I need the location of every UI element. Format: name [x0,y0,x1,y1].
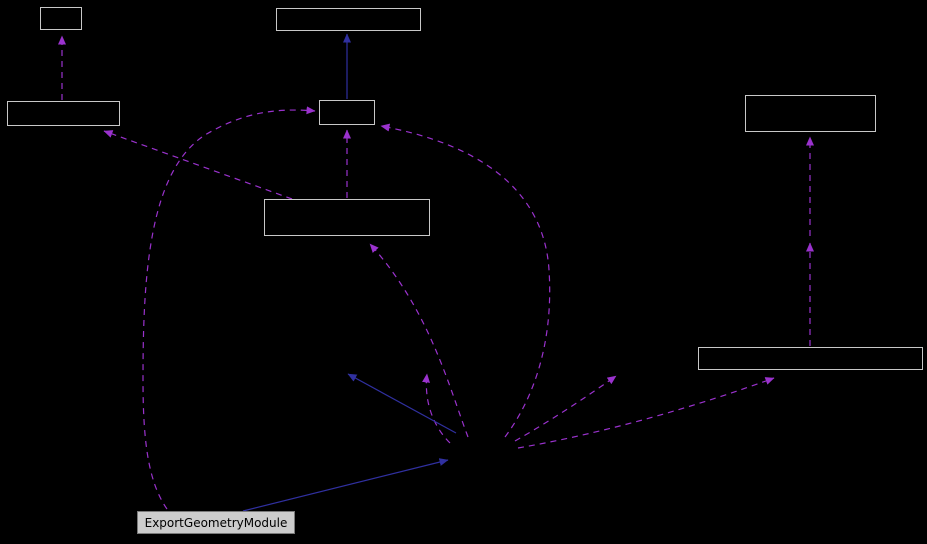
edge-main-to-right-lower [517,377,775,449]
edge-main-to-center-mid [369,243,469,438]
node-center-mid[interactable] [264,199,430,236]
edge-main-up-left [347,373,457,434]
edge-main-right-curve-to-center-small [380,123,551,438]
node-top-center[interactable] [276,8,421,31]
node-left[interactable] [7,101,120,126]
edge-main-left-curve-to-center-small [142,106,316,510]
node-right-top[interactable] [745,95,876,132]
node-export-geometry-module-label: ExportGeometryModule [144,515,288,530]
node-export-geometry-module[interactable]: ExportGeometryModule [137,511,295,534]
edge-export-to-main [242,458,449,512]
edge-center-mid-to-left [103,130,293,200]
node-right-lower[interactable] [698,347,923,370]
edge-main-to-mid-right-arrow [514,375,617,442]
node-center-small[interactable] [319,100,375,125]
node-top-left[interactable] [40,7,82,30]
edge-main-short-up-arrow [422,373,451,444]
